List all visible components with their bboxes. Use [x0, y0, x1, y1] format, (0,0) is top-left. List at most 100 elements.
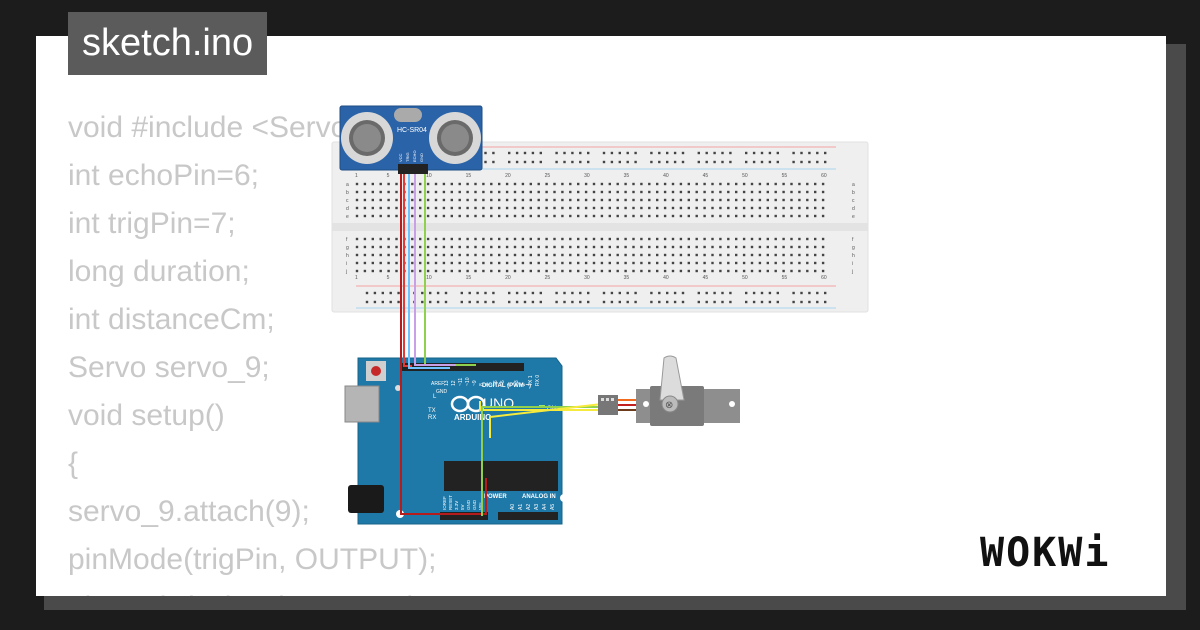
tx-label: TX: [428, 408, 436, 414]
servo-horn[interactable]: [659, 355, 685, 401]
breadboard-column-number: 45: [703, 275, 709, 281]
wire-gnd: [408, 172, 450, 369]
breadboard-column-number: 30: [584, 275, 590, 281]
digital-pin-label: 8: [479, 383, 485, 386]
digital-header: [400, 363, 524, 371]
wires: [400, 172, 603, 516]
power-pin-label: 3.3V: [454, 501, 459, 510]
code-line: pinMode(echoPin, INPUT);: [68, 584, 436, 596]
analog-pin-label: A1: [518, 504, 524, 510]
uno-logo-icon: [450, 395, 486, 413]
digital-pin-label: ~9: [472, 380, 478, 386]
breadboard-column-numbers: 1155101015152020252530303535404045455050…: [355, 173, 827, 281]
analog-pin-label: A5: [550, 504, 556, 510]
breadboard-column-number: 15: [466, 173, 472, 179]
analog-pin-label: A2: [526, 504, 532, 510]
digital-pin-label: 7: [486, 383, 492, 386]
power-pin-label: GND: [466, 499, 471, 510]
power-pin-label: GND: [472, 499, 477, 510]
breadboard-row-letter: j: [851, 269, 853, 275]
breadboard-column-number: 10: [426, 173, 432, 179]
code-line: void #include <Servo.h>: [68, 111, 390, 144]
breadboard-column-number: 10: [426, 275, 432, 281]
digital-pin-label: ~5: [500, 380, 506, 386]
breadboard-row-letter: i: [346, 261, 347, 267]
code-line: long duration;: [68, 255, 250, 288]
aref-label: AREF: [431, 381, 444, 387]
breadboard-row-letter: i: [852, 261, 853, 267]
code-line: pinMode(trigPin, OUTPUT);: [68, 543, 437, 576]
wire-servo-signal: [479, 401, 602, 411]
sensor-transducer-right: [429, 112, 481, 164]
power-pin-label: 5V: [460, 504, 465, 510]
breadboard-column-number: 60: [821, 173, 827, 179]
digital-pin-label: 12: [451, 380, 457, 386]
svg-text:WOKWi: WOKWi: [980, 530, 1110, 576]
breadboard-column-number: 55: [782, 275, 788, 281]
breadboard-column-number: 5: [387, 173, 390, 179]
wokwi-logo: WOKWi: [980, 530, 1110, 576]
breadboard-row-letter: b: [346, 190, 349, 196]
wire-servo-ground: [481, 406, 602, 516]
breadboard-column-number: 45: [703, 173, 709, 179]
breadboard-column-number: 1: [355, 173, 358, 179]
uno-label: UNO: [483, 395, 514, 411]
analog-label: ANALOG IN: [522, 494, 556, 500]
digital-pin-label: RX 0: [535, 375, 541, 386]
breadboard-row-letter: g: [346, 245, 349, 251]
file-tab[interactable]: sketch.ino: [68, 12, 268, 75]
breadboard-column-number: 15: [466, 275, 472, 281]
breadboard-row-letter: d: [852, 206, 855, 212]
sensor-pin-label: ECHO: [412, 150, 417, 162]
code-line: int echoPin=6;: [68, 159, 259, 192]
power-pin-label: VIN: [478, 502, 483, 510]
breadboard-column-number: 20: [505, 275, 511, 281]
code-line: Servo servo_9;: [68, 351, 270, 384]
atmega-chip: [444, 461, 558, 491]
power-label: POWER: [484, 494, 507, 500]
breadboard-column-number: 55: [782, 173, 788, 179]
sensor-pin-label: GND: [419, 153, 424, 162]
rx-label: RX: [428, 415, 436, 421]
breadboard-column-number: 50: [742, 275, 748, 281]
digital-pin-label: 2: [521, 383, 527, 386]
power-jack: [348, 485, 384, 513]
gnd-label: GND: [436, 389, 448, 395]
breadboard-column-number: 40: [663, 173, 669, 179]
breadboard-column-number: 5: [387, 275, 390, 281]
analog-pin-label: A4: [542, 504, 548, 510]
breadboard-row-letter: e: [852, 214, 855, 220]
power-pin-label: RESET: [448, 495, 453, 510]
breadboard-column-number: 50: [742, 173, 748, 179]
breadboard-column-number: 25: [545, 173, 551, 179]
wire-vcc: [400, 172, 487, 515]
code-line: int trigPin=7;: [68, 207, 236, 240]
code-preview: void #include <Servo.h> int echoPin=6; int…: [68, 104, 436, 596]
breadboard-row-letter: c: [346, 198, 349, 204]
digital-label: DIGITAL (PWM ~): [482, 383, 531, 389]
breadboard-row-letter: f: [346, 237, 348, 243]
reset-button[interactable]: [371, 366, 381, 376]
digital-pin-label: 13: [444, 380, 450, 386]
breadboard-column-number: 35: [624, 173, 630, 179]
circuit-diagram: 1155101015152020252530303535404045455050…: [331, 105, 869, 525]
arduino-uno[interactable]: UNO ARDUINO DIGITAL (PWM ~) POWER ANALOG…: [344, 357, 568, 525]
breadboard-row-letter: b: [852, 190, 855, 196]
breadboard-column-number: 60: [821, 275, 827, 281]
breadboard-row-letter: f: [852, 237, 854, 243]
preview-card: void #include <Servo.h> int echoPin=6; int…: [36, 36, 1166, 596]
sensor-pin-label: TRIG: [405, 152, 410, 162]
servo-screw-icon: ⊗: [665, 400, 673, 411]
breadboard: 1155101015152020252530303535404045455050…: [331, 141, 869, 313]
breadboard-column-number: 25: [545, 275, 551, 281]
code-line: {: [68, 447, 79, 480]
power-header: [440, 512, 488, 520]
servo-motor[interactable]: ⊗: [598, 355, 740, 426]
sensor-transducer-left: [341, 112, 393, 164]
code-line: void setup(): [68, 399, 225, 432]
wire-servo-power: [489, 403, 603, 438]
